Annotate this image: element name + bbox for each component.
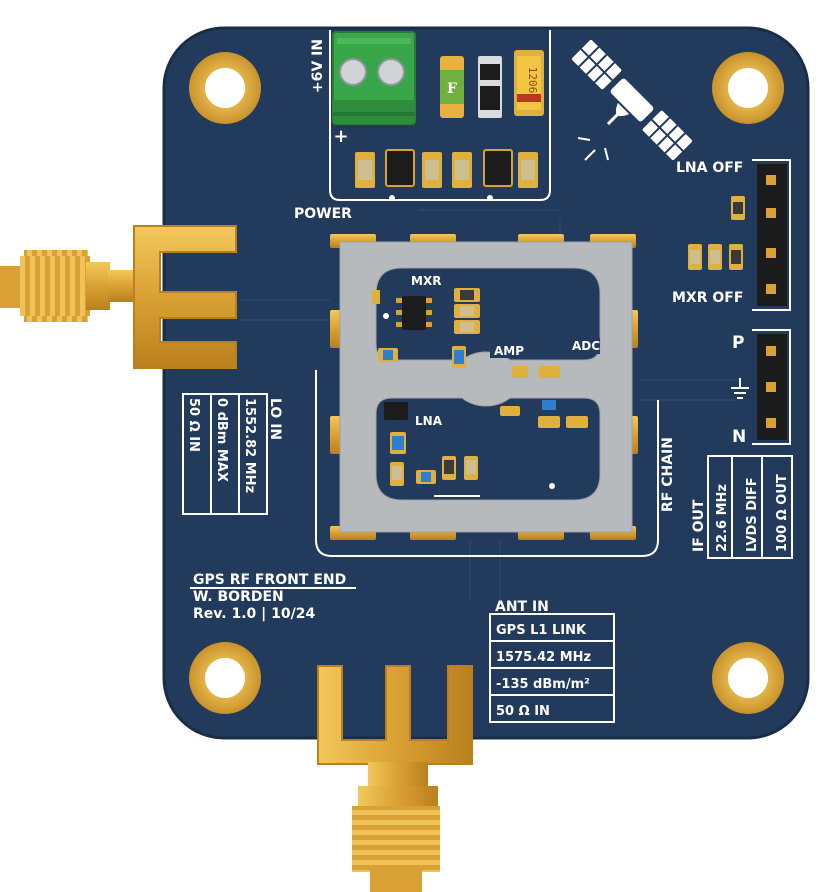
power-plus-mark: + [333,126,348,147]
power-terminal-block [332,31,416,125]
power-input-label: +6V IN [310,39,326,93]
mxr-off-label: MXR OFF [672,290,743,306]
diff-n-label: N [732,427,746,447]
rf-chain-label: RF CHAIN [660,437,676,512]
rf-chain-outline [315,370,659,557]
jumper-header [757,164,787,306]
power-section-label: POWER [294,206,352,222]
ant-in-table: ANT IN GPS L1 LINK 1575.42 MHz -135 dBm/… [489,599,615,723]
diff-output-header [757,334,787,440]
fuse: F [440,56,464,118]
ant-in-row-3: 50 Ω IN [496,704,550,719]
mounting-hole-br [712,642,784,714]
if-out-table: IF OUT 22.6 MHz LVDS DIFF 100 Ω OUT [691,455,793,559]
lna-off-label: LNA OFF [676,160,743,176]
power-components [355,149,538,201]
lo-in-row-0: 1552.82 MHz [242,398,257,493]
ant-in-header: ANT IN [495,599,549,615]
ant-in-row-2: -135 dBm/m² [496,677,590,692]
diff-p-label: P [732,333,744,353]
amp-section [378,346,560,378]
mounting-hole-tr [712,52,784,124]
lna-section [384,400,588,497]
board-title-line-2: Rev. 1.0 | 10/24 [193,606,315,622]
board-title: GPS RF FRONT END W. BORDEN Rev. 1.0 | 10… [190,572,356,622]
lo-in-sma-connector [0,225,237,369]
satellite-icon [572,40,692,160]
signal-lines [577,137,609,161]
board-title-line-0: GPS RF FRONT END [193,572,346,588]
adc-label: ADC [572,339,600,353]
lo-in-table: LO IN 1552.82 MHz 0 dBm MAX 50 Ω IN [182,393,283,515]
if-out-header: IF OUT [691,499,707,552]
lo-in-header: LO IN [267,398,283,440]
diode [478,56,502,118]
ant-in-row-0: GPS L1 LINK [496,623,587,638]
ground-icon [731,378,749,399]
board-title-line-1: W. BORDEN [193,589,284,605]
cap-marking: 1206 [526,67,539,94]
amp-label: AMP [494,344,524,358]
capacitor-1206: 1206 [514,50,544,116]
if-out-row-2: 100 Ω OUT [775,474,790,552]
lo-in-row-1: 0 dBm MAX [214,398,229,482]
mxr-section [372,288,480,334]
lo-in-row-2: 50 Ω IN [186,398,201,452]
ant-in-row-1: 1575.42 MHz [496,650,591,665]
mounting-hole-bl [189,642,261,714]
jumper-resistors [688,196,745,270]
lna-label: LNA [415,414,443,428]
if-out-row-0: 22.6 MHz [715,484,730,552]
ant-in-sma-connector [317,665,473,892]
fuse-marking: F [447,81,457,97]
mounting-hole-tl [189,52,261,124]
mxr-label: MXR [411,274,441,288]
rf-shield-frame [339,241,633,533]
if-out-row-1: LVDS DIFF [745,477,760,552]
power-outline [329,30,551,201]
